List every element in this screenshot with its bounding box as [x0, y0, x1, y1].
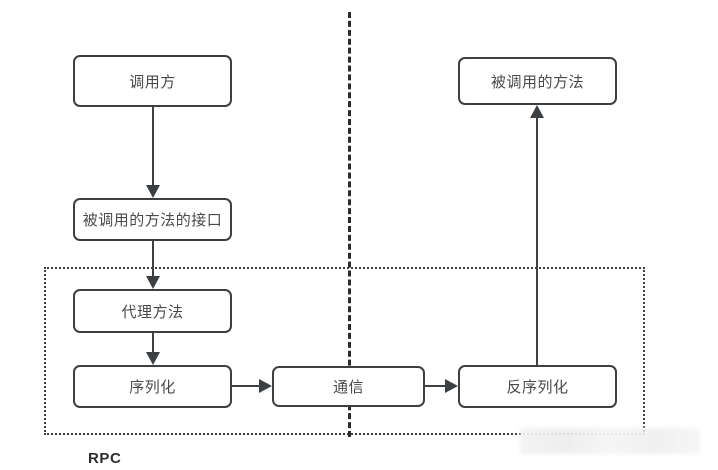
- edge-proxy-to-serialize-arrow: [146, 352, 160, 365]
- edge-interface-to-proxy-arrow: [146, 276, 160, 289]
- edge-caller-to-interface-arrow: [146, 185, 160, 198]
- node-callee-interface-label: 被调用的方法的接口: [82, 212, 223, 229]
- node-called-method-label: 被调用的方法: [490, 73, 584, 91]
- edge-serialize-to-communication-line: [232, 385, 259, 387]
- node-proxy-method-label: 代理方法: [121, 303, 184, 321]
- node-proxy-method[interactable]: 代理方法: [73, 289, 232, 333]
- node-caller-label: 调用方: [129, 73, 176, 91]
- edge-serialize-to-communication-arrow: [259, 379, 272, 393]
- node-communication-label: 通信: [332, 379, 364, 396]
- node-caller[interactable]: 调用方: [73, 55, 232, 107]
- node-serialize-label: 序列化: [129, 379, 176, 396]
- rpc-region-label: RPC: [88, 450, 122, 467]
- edge-interface-to-proxy-line: [152, 241, 154, 276]
- node-communication[interactable]: 通信: [272, 366, 425, 407]
- edge-communication-to-deserialize-arrow: [445, 379, 458, 393]
- client-server-divider: [348, 12, 351, 437]
- node-deserialize[interactable]: 反序列化: [458, 365, 617, 408]
- node-serialize[interactable]: 序列化: [73, 365, 232, 408]
- edge-caller-to-interface-line: [152, 107, 154, 185]
- edge-deserialize-to-called-method-arrow: [530, 105, 544, 118]
- edge-deserialize-to-called-method-line: [536, 118, 538, 365]
- edge-communication-to-deserialize-line: [425, 385, 445, 387]
- node-called-method[interactable]: 被调用的方法: [458, 57, 617, 105]
- edge-proxy-to-serialize-line: [152, 333, 154, 352]
- node-callee-interface[interactable]: 被调用的方法的接口: [73, 198, 232, 241]
- rpc-boundary-region: [44, 267, 645, 435]
- node-deserialize-label: 反序列化: [506, 379, 569, 396]
- redacted-watermark: [520, 428, 700, 454]
